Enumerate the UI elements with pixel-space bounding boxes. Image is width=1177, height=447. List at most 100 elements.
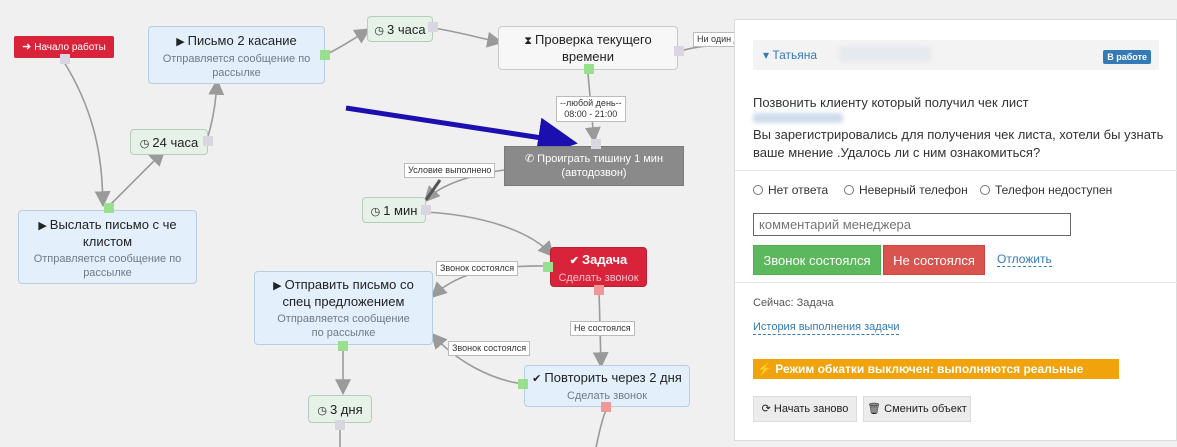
edge-repeat-down <box>595 409 607 447</box>
edge-label: Не состоялся <box>570 321 635 336</box>
task-text: Вы зарегистрировались для получения чек … <box>753 127 1164 142</box>
call-done-button[interactable]: Звонок состоялся <box>753 245 881 275</box>
hourglass-icon: ⧗ <box>524 35 533 47</box>
node-check-time[interactable]: ⧗Проверка текущего времени <box>498 26 678 70</box>
edge-sendlist-to-24h <box>107 149 166 208</box>
port[interactable] <box>591 139 601 149</box>
clock-icon: ◷ <box>317 405 327 417</box>
port[interactable] <box>674 46 684 56</box>
port[interactable] <box>60 54 70 64</box>
node-title: Отправить письмо со спец предложением <box>282 277 414 309</box>
check-icon: ✔ <box>532 373 542 385</box>
bolt-icon: ⚡ <box>757 362 776 376</box>
status-badge: В работе <box>1103 50 1151 64</box>
divider <box>735 170 1177 171</box>
node-wait-1m[interactable]: ◷1 мин <box>362 197 426 223</box>
edge-label: Звонок состоялся <box>436 261 519 276</box>
edge-letter2-to-3h <box>324 28 371 56</box>
postpone-link[interactable]: Отложить <box>997 252 1052 267</box>
client-name-toggle[interactable]: ▾ Татьяна <box>763 48 817 62</box>
node-special-offer[interactable]: ▶Отправить письмо со спец предложением О… <box>254 271 433 345</box>
edge-label: Ни один д <box>693 32 743 47</box>
node-subtitle: Отправляется сообщение по рассылке <box>162 53 311 79</box>
port[interactable] <box>543 262 553 272</box>
comment-input[interactable] <box>753 213 1071 236</box>
port[interactable] <box>421 205 431 215</box>
edge-label-time-range: --любой день-- 08:00 - 21:00 <box>556 96 626 122</box>
port[interactable] <box>518 379 528 389</box>
port[interactable] <box>335 420 345 430</box>
port[interactable] <box>601 402 611 412</box>
clock-icon: ◷ <box>374 25 385 37</box>
edge-3h-to-check <box>432 27 504 48</box>
radio-wrong-phone[interactable]: Неверный телефон <box>844 183 968 197</box>
node-subtitle: Сделать звонок <box>558 272 639 284</box>
port[interactable] <box>594 285 604 295</box>
node-wait-24h[interactable]: ◷24 часа <box>130 129 208 155</box>
radio-label: Телефон недоступен <box>995 183 1113 197</box>
radio-label: Неверный телефон <box>859 183 968 197</box>
node-title: Письмо 2 касание <box>187 33 297 48</box>
node-subtitle: Сделать звонок <box>566 390 648 402</box>
play-icon: ▶ <box>273 280 282 292</box>
node-task[interactable]: ✔Задача Сделать звонок <box>550 247 647 287</box>
call-failed-button[interactable]: Не состоялся <box>883 245 985 275</box>
clock-icon: ◷ <box>139 138 150 150</box>
node-letter-2[interactable]: ▶Письмо 2 касание Отправляется сообщение… <box>148 26 325 84</box>
start-label: Начало работы <box>34 42 106 53</box>
warning-banner: ⚡ Режим обкатки выключен: выполняются ре… <box>753 359 1119 396</box>
radio-circle[interactable] <box>980 185 990 195</box>
node-title: 3 часа <box>387 22 426 37</box>
node-send-checklist[interactable]: ▶Выслать письмо с че клистом Отправляетс… <box>18 210 197 284</box>
node-wait-3d[interactable]: ◷3 дня <box>308 395 372 423</box>
start-node[interactable]: ➜Начало работы <box>14 36 114 58</box>
radio-no-answer[interactable]: Нет ответа <box>753 183 828 197</box>
node-title: Выслать письмо с че клистом <box>49 217 177 249</box>
caret-down-icon: ▾ <box>763 48 773 62</box>
port[interactable] <box>428 22 438 32</box>
edge-1m-to-task <box>425 211 555 258</box>
client-name: Татьяна <box>772 48 818 62</box>
node-repeat-2-days[interactable]: ✔Повторить через 2 дня Сделать звонок <box>524 365 690 407</box>
annotation-arrow <box>345 105 578 158</box>
check-icon: ✔ <box>569 255 579 267</box>
node-title: Повторить через 2 дня <box>544 370 682 385</box>
node-subtitle: Отправляется сообщение по рассылке <box>277 313 410 339</box>
refresh-icon: ⟳ <box>761 403 774 415</box>
node-subtitle: Отправляется сообщение по рассылке <box>33 253 182 279</box>
history-link[interactable]: История выполнения задачи <box>753 321 900 335</box>
radio-phone-unavailable[interactable]: Телефон недоступен <box>980 183 1112 197</box>
edge-label-line: --любой день-- <box>560 98 622 108</box>
node-wait-3h[interactable]: ◷3 часа <box>367 16 433 42</box>
node-title: 24 часа <box>152 135 199 150</box>
sign-in-icon: ➜ <box>22 41 32 53</box>
warning-text: Режим обкатки выключен: выполняются реал… <box>757 362 1084 396</box>
task-panel: ▾ Татьяна В работе Позвонить клиенту кот… <box>734 19 1177 441</box>
current-step: Сейчас: Задача <box>753 297 834 309</box>
edge-repeat-to-special <box>430 332 525 385</box>
node-title: Проиграть тишину 1 мин (автодозвон) <box>537 153 664 179</box>
node-play-silence[interactable]: ✆Проиграть тишину 1 мин (автодозвон) <box>504 146 684 186</box>
play-icon: ▶ <box>38 220 47 232</box>
edge-label: Звонок состоялся <box>448 341 531 356</box>
clock-icon: ◷ <box>370 206 381 218</box>
restart-label: Начать заново <box>773 403 849 415</box>
port[interactable] <box>320 50 330 60</box>
edge-label-line: 08:00 - 21:00 <box>564 109 618 119</box>
edge-24h-to-letter2 <box>207 78 225 137</box>
radio-circle[interactable] <box>753 185 763 195</box>
node-title: 1 мин <box>383 203 418 218</box>
node-title: Задача <box>581 252 628 267</box>
change-object-button[interactable]: 🗑 Сменить объект <box>863 396 971 422</box>
port[interactable] <box>203 136 213 146</box>
client-header[interactable]: ▾ Татьяна В работе <box>753 40 1159 70</box>
change-object-label: Сменить объект <box>884 403 967 415</box>
node-title: 3 дня <box>329 402 363 417</box>
trash-icon: 🗑 <box>867 403 885 415</box>
restart-button[interactable]: ⟳ Начать заново <box>753 396 857 422</box>
radio-circle[interactable] <box>844 185 854 195</box>
port[interactable] <box>584 64 594 74</box>
task-text: ваше мнение .Удалось ли с ним ознакомить… <box>753 145 1041 160</box>
port[interactable] <box>338 341 348 351</box>
port[interactable] <box>104 203 114 213</box>
